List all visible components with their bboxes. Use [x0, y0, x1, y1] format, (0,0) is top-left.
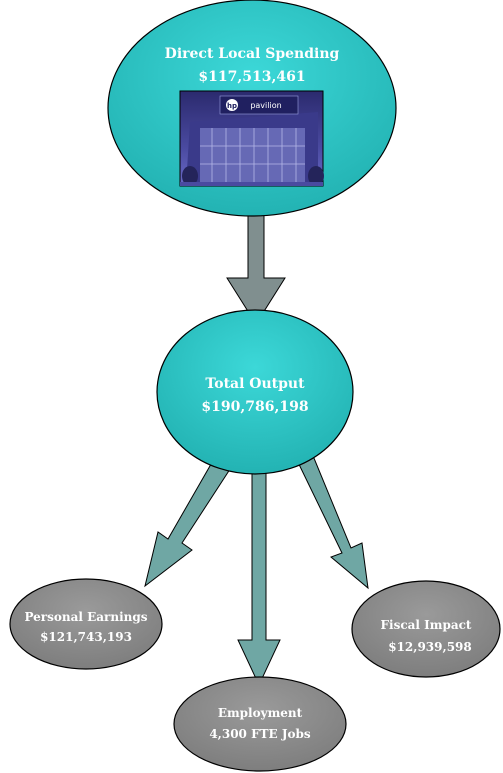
fiscal-title: Fiscal Impact — [381, 618, 472, 632]
node-earnings-ellipse — [9, 578, 163, 670]
direct-title: Direct Local Spending — [165, 46, 340, 62]
total-value: $190,786,198 — [201, 399, 308, 415]
node-direct-local-spending: Direct Local Spending $117,513,461 — [107, 0, 397, 217]
node-total-ellipse — [156, 309, 354, 475]
arrow-total-to-earnings — [144, 451, 235, 588]
fiscal-value: $12,939,598 — [388, 640, 472, 654]
node-employment-ellipse — [173, 676, 347, 772]
node-fiscal-impact: Fiscal Impact $12,939,598 — [351, 580, 501, 678]
svg-text:hp: hp — [227, 102, 237, 110]
node-total-output: Total Output $190,786,198 — [156, 309, 354, 475]
direct-value: $117,513,461 — [198, 69, 305, 85]
arrow-total-to-employment — [237, 459, 281, 687]
node-fiscal-ellipse — [351, 580, 501, 678]
venue-photo: hp pavilion — [179, 90, 324, 187]
node-employment: Employment 4,300 FTE Jobs — [173, 676, 347, 772]
employment-title: Employment — [218, 706, 303, 720]
total-title: Total Output — [205, 376, 305, 392]
photo-sign-text: pavilion — [250, 101, 281, 110]
node-personal-earnings: Personal Earnings $121,743,193 — [9, 578, 163, 670]
earnings-title: Personal Earnings — [24, 610, 147, 624]
arrow-direct-to-total — [226, 214, 286, 325]
earnings-value: $121,743,193 — [40, 630, 132, 644]
hp-logo-icon — [226, 99, 238, 111]
arrow-total-to-fiscal — [292, 445, 369, 590]
employment-value: 4,300 FTE Jobs — [209, 727, 311, 741]
